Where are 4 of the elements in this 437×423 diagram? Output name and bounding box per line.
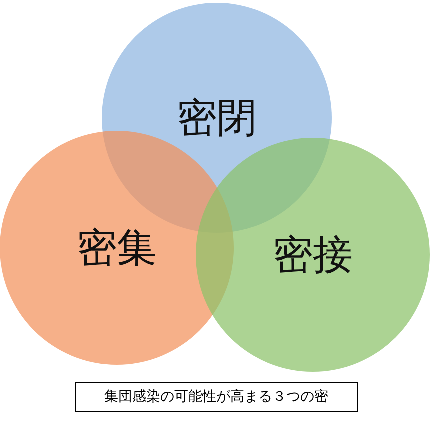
caption: 集団感染の可能性が高まる３つの密: [75, 382, 358, 412]
circle-label: 密集: [77, 224, 157, 274]
circle-label: 密閉: [177, 94, 257, 144]
circle-label: 密接: [273, 232, 353, 280]
